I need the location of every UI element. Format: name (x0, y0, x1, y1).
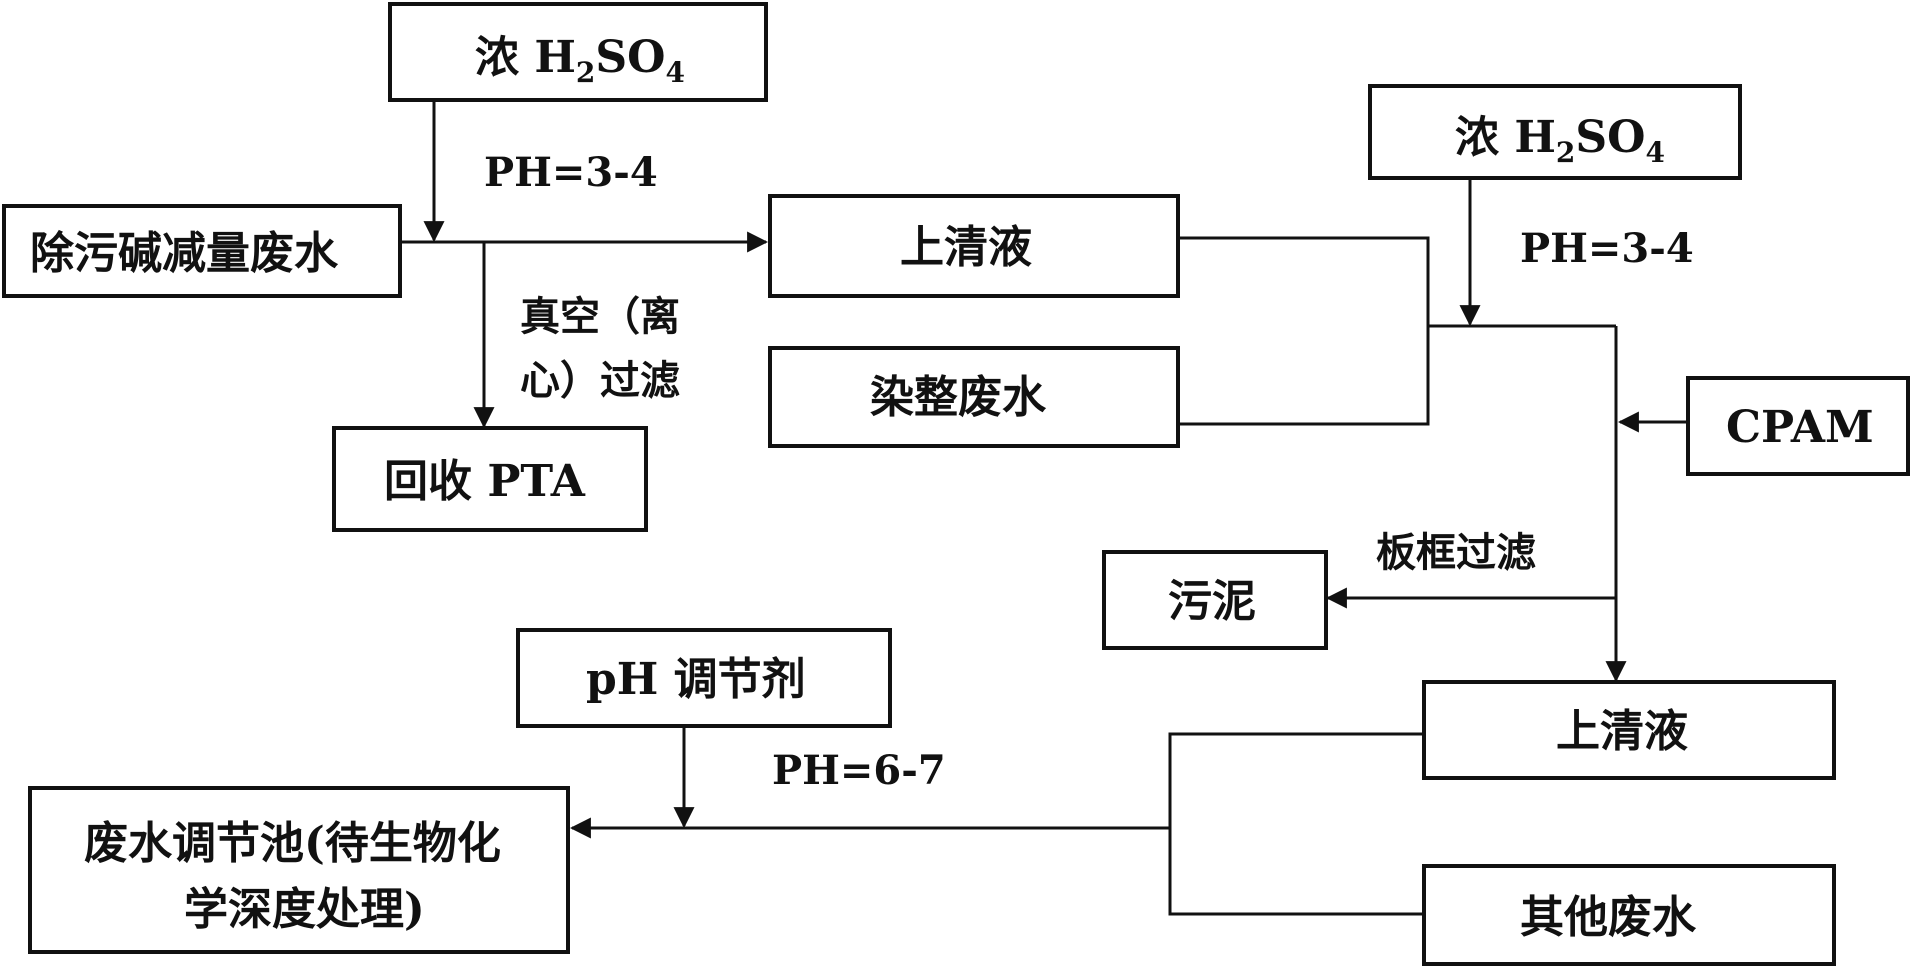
label-vacuum-line2: 心）过滤 (520, 357, 680, 404)
svg-text:学深度处理): 学深度处理) (184, 884, 425, 935)
node-acid-right: 浓 H2SO4 (1368, 84, 1742, 180)
node-sludge: 污泥 (1102, 550, 1328, 650)
svg-text:浓 H2SO4: 浓 H2SO4 (475, 32, 685, 89)
connector-merge-bracket (1178, 236, 1430, 426)
svg-text:上清液: 上清液 (900, 222, 1032, 273)
connector-bottom-bracket (1168, 732, 1424, 916)
svg-text:回收 PTA: 回收 PTA (384, 456, 586, 507)
svg-text:除污碱减量废水: 除污碱减量废水 (30, 228, 339, 279)
node-cpam: CPAM (1686, 376, 1910, 476)
node-supernatant-top: 上清液 (768, 194, 1180, 298)
svg-text:废水调节池(待生物化: 废水调节池(待生物化 (84, 818, 501, 869)
node-alkali-wastewater: 除污碱减量废水 (2, 204, 402, 298)
label-ph-top: PH=3-4 (484, 149, 658, 196)
label-ph-right: PH=3-4 (1520, 225, 1694, 272)
label-ph-bottom: PH=6-7 (772, 747, 946, 794)
node-dyeing-wastewater: 染整废水 (768, 346, 1180, 448)
svg-text:CPAM: CPAM (1726, 402, 1874, 453)
node-regulating-tank: 废水调节池(待生物化 学深度处理) (28, 786, 570, 954)
node-acid-top: 浓 H2SO4 (388, 2, 768, 102)
svg-text:染整废水: 染整废水 (870, 372, 1047, 423)
svg-text:上清液: 上清液 (1556, 706, 1688, 757)
node-supernatant-bottom: 上清液 (1422, 680, 1836, 780)
node-recover-pta: 回收 PTA (332, 426, 648, 532)
label-plate-filter: 板框过滤 (1376, 529, 1536, 576)
svg-text:其他废水: 其他废水 (1520, 892, 1697, 943)
node-other-wastewater: 其他废水 (1422, 864, 1836, 966)
svg-text:pH 调节剂: pH 调节剂 (586, 654, 806, 705)
svg-text:污泥: 污泥 (1168, 576, 1256, 627)
node-ph-adjuster: pH 调节剂 (516, 628, 892, 728)
label-vacuum-line1: 真空（离 (520, 293, 680, 340)
svg-text:浓 H2SO4: 浓 H2SO4 (1455, 112, 1665, 169)
